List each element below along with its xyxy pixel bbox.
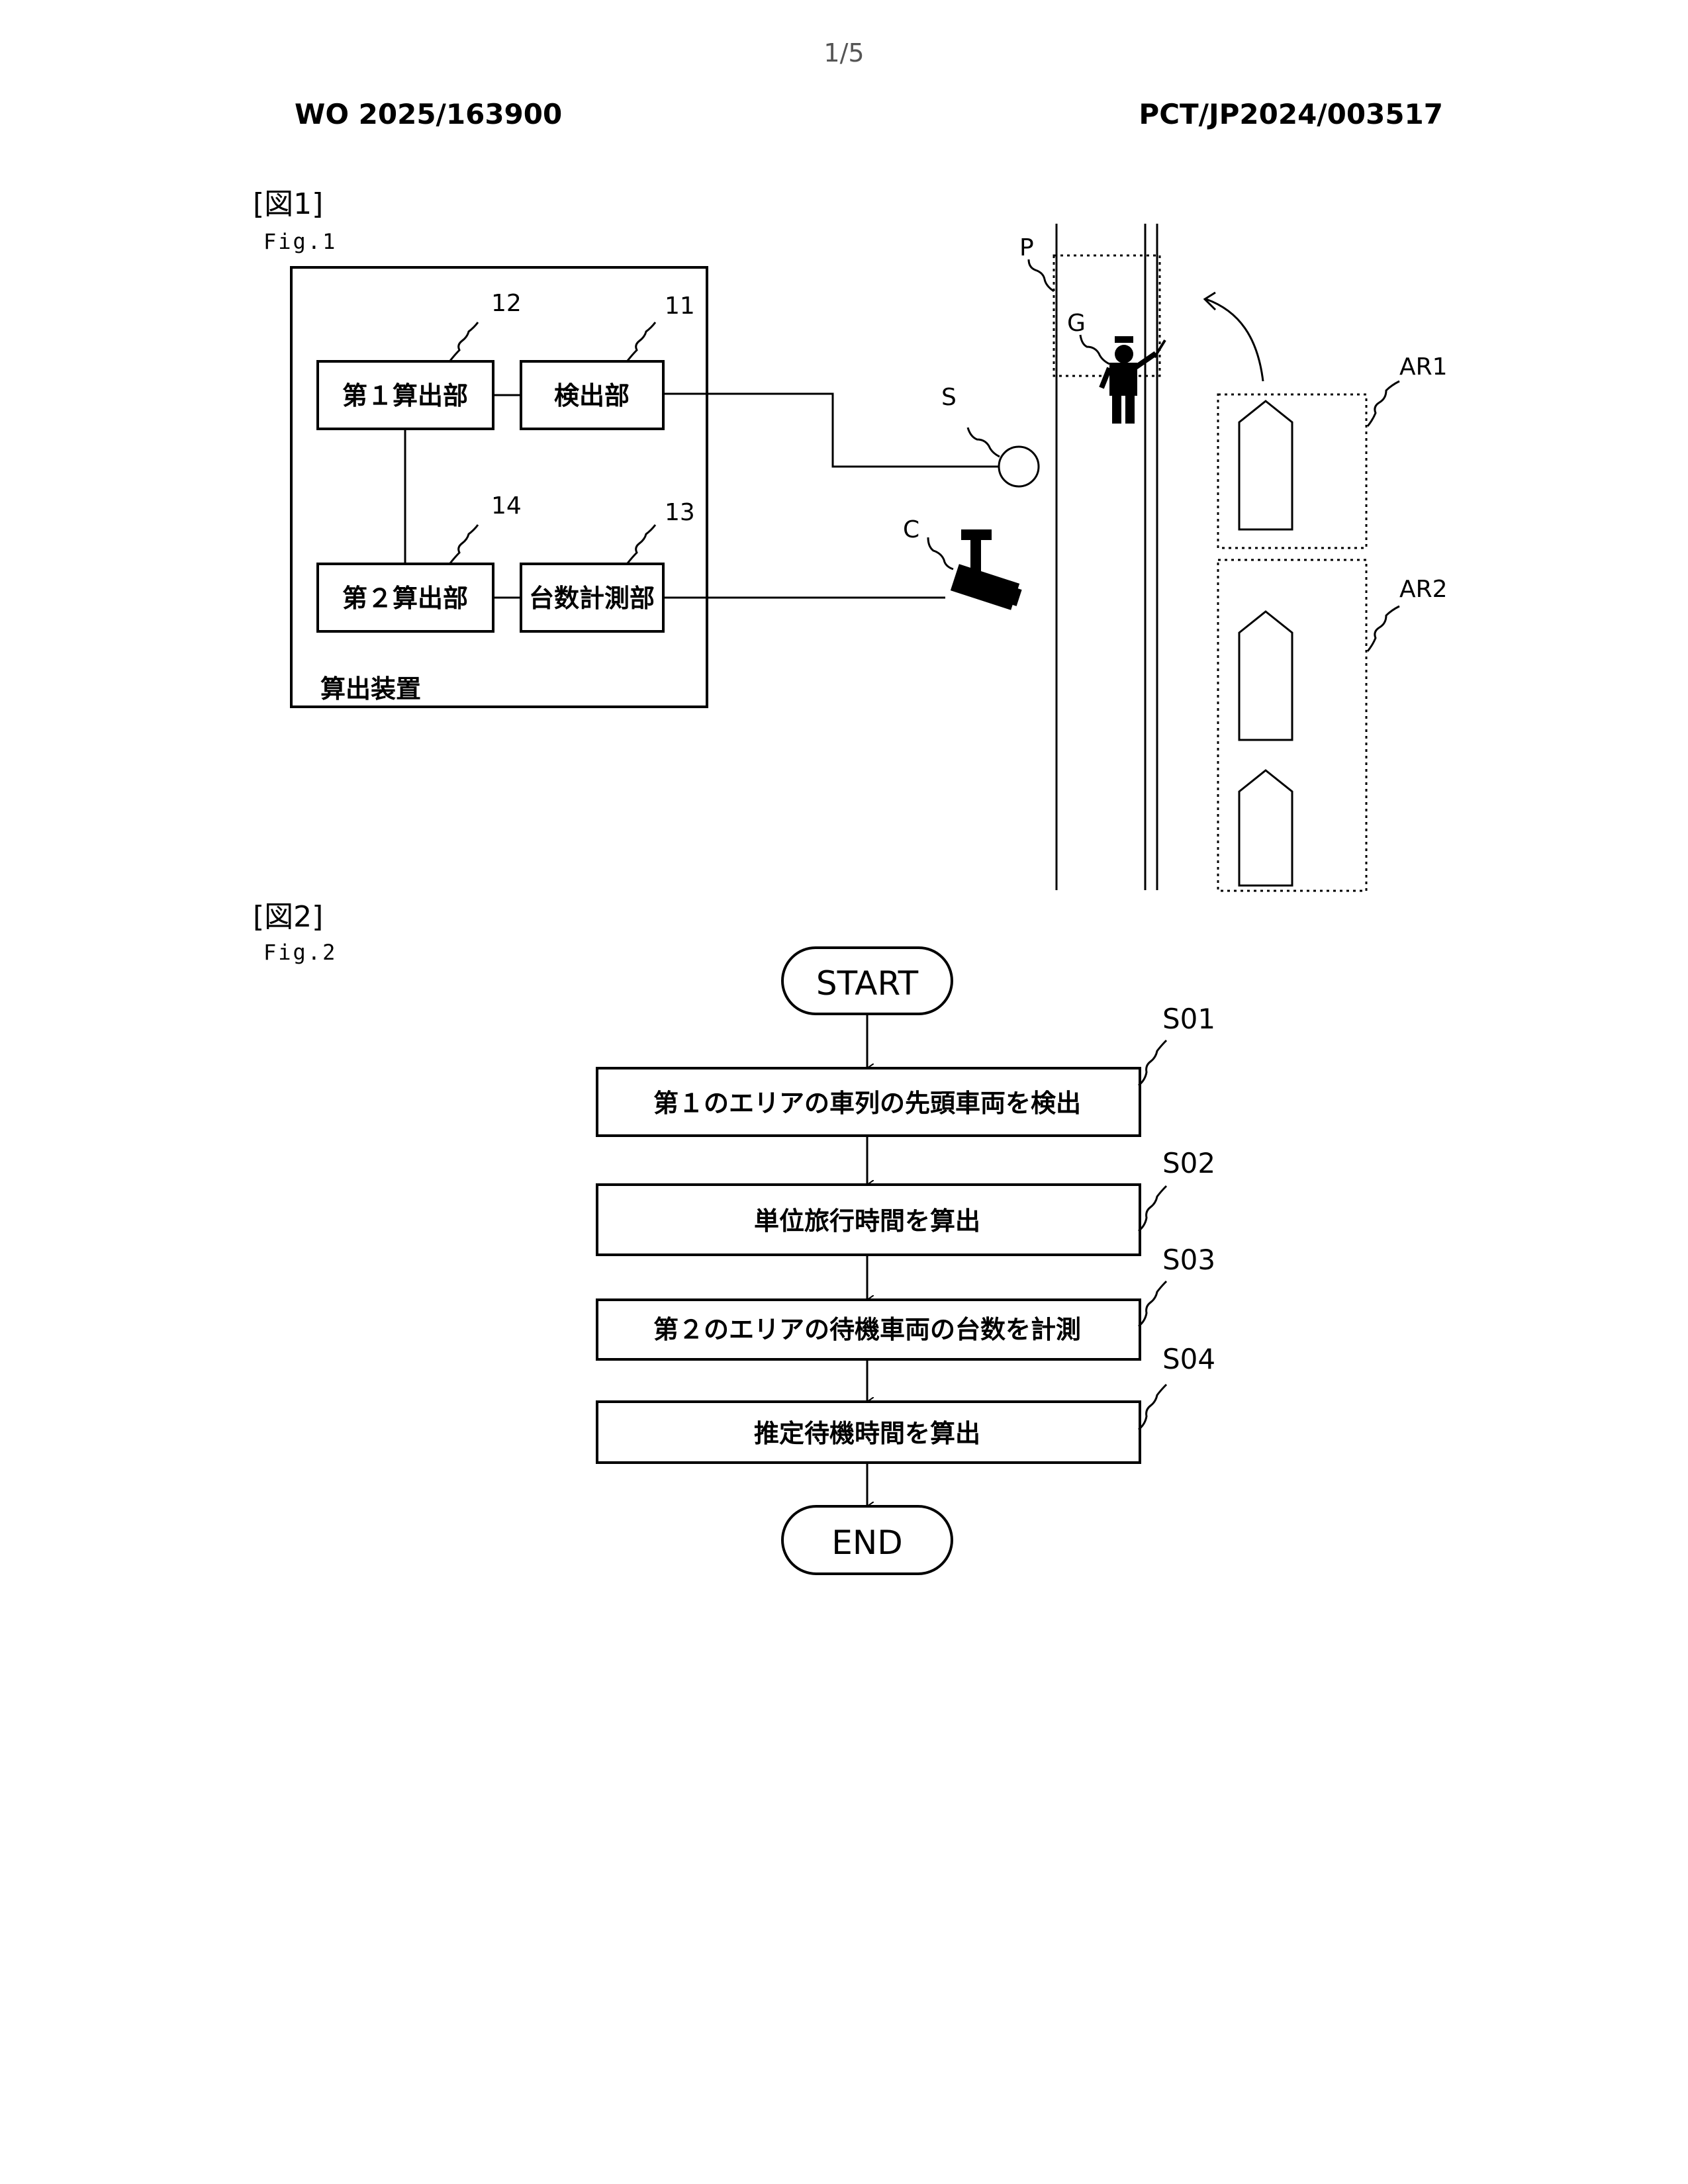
step-s03-id: S03 bbox=[1162, 1244, 1215, 1276]
second-calc-label: 第２算出部 bbox=[342, 584, 468, 613]
step-s01-id: S01 bbox=[1162, 1003, 1215, 1035]
position-leader bbox=[1029, 259, 1054, 291]
step-s03-text: 第２のエリアの待機車両の台数を計測 bbox=[653, 1315, 1081, 1344]
guard-label: G bbox=[1067, 310, 1086, 337]
sensor-icon bbox=[999, 447, 1039, 486]
area2-vehicle-2 bbox=[1239, 770, 1292, 886]
step-s02-leader bbox=[1139, 1186, 1166, 1231]
sensor-label: S bbox=[941, 384, 957, 411]
ref-12: 12 bbox=[491, 290, 522, 317]
area1-vehicle bbox=[1239, 401, 1292, 529]
end-label: END bbox=[831, 1524, 903, 1562]
guard-icon bbox=[1102, 336, 1165, 424]
step-s04-leader bbox=[1139, 1385, 1166, 1430]
ref-11: 11 bbox=[665, 293, 695, 320]
step-s04-text: 推定待機時間を算出 bbox=[754, 1419, 980, 1448]
ref-13: 13 bbox=[665, 499, 695, 526]
step-s02-id: S02 bbox=[1162, 1147, 1215, 1179]
start-label: START bbox=[816, 964, 919, 1003]
area2-vehicle-1 bbox=[1239, 612, 1292, 740]
counter-label: 台数計測部 bbox=[529, 584, 655, 613]
detector-label: 検出部 bbox=[554, 381, 630, 410]
step-s01-text: 第１のエリアの車列の先頭車両を検出 bbox=[653, 1089, 1081, 1118]
step-s01-leader bbox=[1139, 1040, 1166, 1085]
camera-icon bbox=[951, 529, 1022, 610]
area2-label: AR2 bbox=[1399, 576, 1448, 603]
position-label: P bbox=[1019, 234, 1034, 261]
step-s03-leader bbox=[1139, 1281, 1166, 1326]
device-label: 算出装置 bbox=[320, 674, 421, 704]
camera-leader bbox=[928, 537, 953, 569]
guard-leader bbox=[1080, 335, 1109, 364]
fig2-flowchart: START 第１のエリアの車列の先頭車両を検出 S01 単位旅行時間を算出 S0… bbox=[0, 913, 1688, 1602]
ref-14: 14 bbox=[491, 492, 522, 520]
first-calc-label: 第１算出部 bbox=[342, 381, 468, 410]
turn-arrow bbox=[1206, 299, 1263, 381]
area2-leader bbox=[1368, 606, 1399, 651]
area1-leader bbox=[1368, 381, 1399, 426]
camera-label: C bbox=[903, 516, 919, 543]
sensor-leader bbox=[968, 428, 1000, 457]
fig1-diagram: 算出装置 第１算出部 検出部 第２算出部 台数計測部 12 11 14 13 S… bbox=[0, 0, 1688, 913]
step-s04-id: S04 bbox=[1162, 1343, 1215, 1375]
area1-label: AR1 bbox=[1399, 353, 1448, 381]
step-s02-text: 単位旅行時間を算出 bbox=[754, 1206, 980, 1236]
